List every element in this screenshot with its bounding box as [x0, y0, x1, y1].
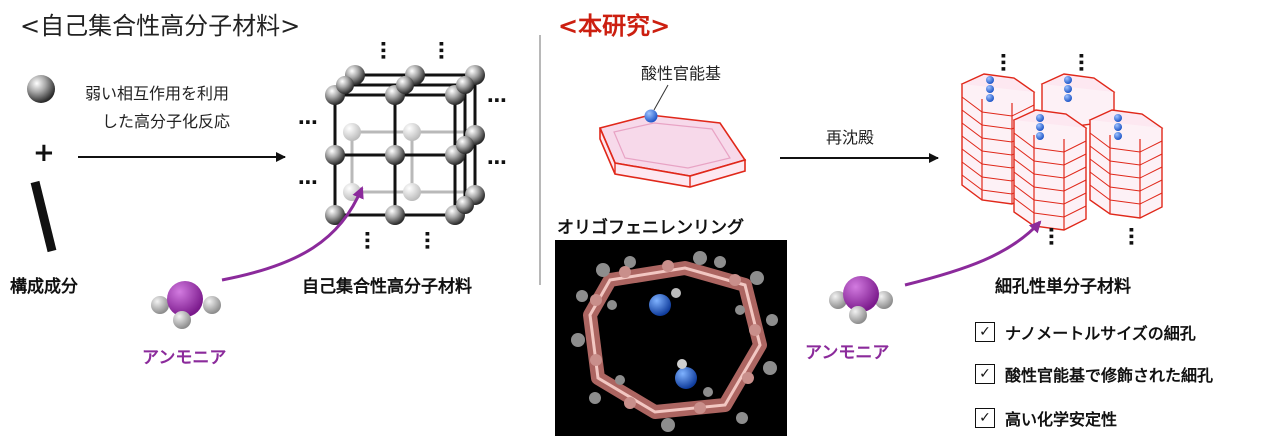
- acid-group-sphere: [644, 109, 658, 123]
- feature-item-2: ✓ 酸性官能基で修飾された細孔: [975, 362, 1213, 386]
- reaction-label-line2: した高分子化反応: [102, 112, 231, 131]
- ammonia-label-right: アンモニア: [805, 343, 890, 363]
- ellipsis-top-1: ⋯: [371, 40, 396, 60]
- ammonia-arrow-left: [221, 186, 364, 282]
- reprecipitation-label: 再沈殿: [826, 128, 875, 147]
- ellipsis-right-2: ⋯: [487, 150, 507, 174]
- checkbox-icon: ✓: [975, 364, 995, 384]
- ellipsis-left-2: ⋯: [298, 170, 318, 194]
- ellipsis-stack-bottom-2: ⋯: [1119, 226, 1144, 246]
- checkbox-icon: ✓: [975, 322, 995, 342]
- ellipsis-stack-top-2: ⋯: [1069, 52, 1094, 72]
- ammonia-molecule-right: [829, 276, 893, 324]
- ellipsis-bottom-1: ⋯: [355, 230, 380, 250]
- porous-material-label: 細孔性単分子材料: [995, 277, 1131, 297]
- molecular-model-image: [555, 240, 787, 436]
- hexagon-stack-4: [1088, 109, 1164, 219]
- component-sphere: [27, 75, 55, 103]
- checkbox-icon: ✓: [975, 408, 995, 428]
- ammonia-molecule-left: [151, 281, 221, 329]
- ellipsis-right-1: ⋯: [487, 88, 507, 112]
- feature-item-1: ✓ ナノメートルサイズの細孔: [975, 320, 1196, 344]
- ellipsis-bottom-2: ⋯: [415, 230, 440, 250]
- ammonia-label-left: アンモニア: [142, 348, 227, 368]
- ellipsis-top-2: ⋯: [429, 40, 454, 60]
- feature-text-1: ナノメートルサイズの細孔: [1005, 324, 1196, 343]
- left-header: <自己集合性高分子材料>: [20, 12, 301, 40]
- oligophenylene-ring-label: オリゴフェニレンリング: [557, 218, 744, 238]
- hexagon-stack-group: [960, 73, 1164, 231]
- reaction-label-line1: 弱い相互作用を利用: [85, 84, 230, 103]
- components-label: 構成成分: [10, 277, 78, 297]
- ellipsis-stack-top-1: ⋯: [991, 52, 1016, 72]
- ammonia-arrow-right: [904, 220, 1042, 287]
- feature-text-3: 高い化学安定性: [1005, 410, 1118, 429]
- component-rod: [30, 180, 57, 253]
- hexagon-ring-monomer: [598, 114, 747, 188]
- self-assembled-material-label: 自己集合性高分子材料: [302, 277, 472, 297]
- hexagon-stack-3: [1012, 109, 1088, 231]
- plus-sign: +: [33, 138, 55, 168]
- acid-group-leader-line: [653, 84, 669, 111]
- ellipsis-stack-bottom-1: ⋯: [1039, 226, 1064, 246]
- acid-group-label: 酸性官能基: [641, 64, 722, 83]
- feature-item-3: ✓ 高い化学安定性: [975, 406, 1117, 430]
- lattice-cube: [325, 65, 485, 225]
- right-header: <本研究>: [558, 12, 671, 40]
- feature-text-2: 酸性官能基で修飾された細孔: [1005, 366, 1214, 385]
- ellipsis-left-1: ⋯: [298, 110, 318, 134]
